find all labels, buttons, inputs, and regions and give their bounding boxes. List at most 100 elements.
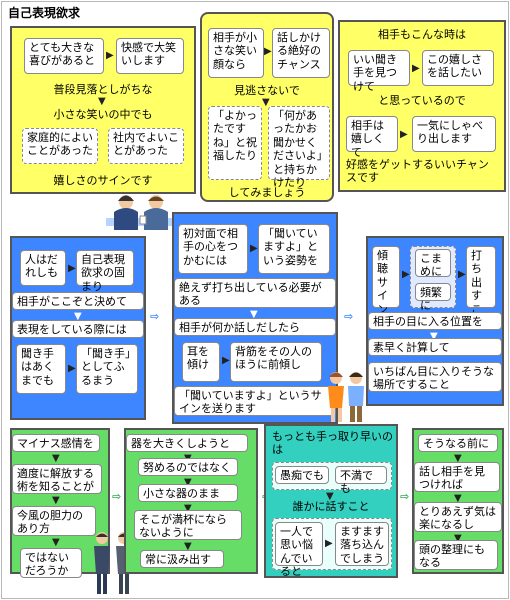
couple-illustration (328, 372, 364, 422)
arrow-down-icon: ▼ (454, 493, 462, 504)
arrow-right-icon: ▶ (412, 63, 420, 74)
panel-find-partner: そうなる前に ▼ 話し相手を見つければ ▼ とりあえず気は楽になるし ▼ 頭の整… (412, 428, 504, 574)
panel-listening-posture: 初対面で相手の心をつかむには ▶ 「聞いていますよ」という姿勢を 絶えず打ち出し… (172, 212, 338, 424)
chevron-right-icon: ⇨ (344, 310, 354, 323)
people-talking-illustration (106, 195, 176, 230)
chevron-right-icon: ⇨ (112, 490, 122, 503)
box-release-art: 適度に解放する術を知ることが (12, 464, 102, 494)
box-everyone: 人はだれしも (20, 250, 66, 286)
text-dont-miss: 見逃さないで (234, 84, 300, 97)
chevron-right-icon: ⇨ (150, 310, 160, 323)
box-show-it: 打ち出すこと (466, 246, 496, 329)
arrow-down-icon: ▼ (454, 453, 462, 464)
arrow-right-icon: ▶ (400, 129, 408, 140)
box-lean-forward: 背筋をその人のほうに前傾し (230, 342, 322, 382)
box-small-vessel: 小さな器のまま (138, 484, 238, 502)
arrow-right-icon: ▶ (68, 263, 76, 274)
box-lend-ear: 耳を傾け (182, 342, 220, 382)
arrow-down-icon: ▼ (98, 96, 106, 107)
box-office-good: 社内でよいことがあった (108, 128, 184, 164)
box-modern-courage: 今風の胆力のあり方 (12, 506, 96, 536)
box-often: 頻繁に (415, 283, 451, 312)
box-partner-happy: 相手は嬉しくて (346, 116, 398, 159)
box-organize-mind: 頭の整理にもなる (414, 540, 498, 570)
box-listening-stance: 「聞いていますよ」という姿勢を (258, 224, 330, 274)
arrow-down-icon: ▼ (454, 533, 462, 544)
box-not-strive: 努めるのではなく (138, 458, 238, 476)
text-small-laugh: 小さな笑いの中でも (53, 108, 153, 121)
box-isnt-it: ではないだろうか (20, 548, 82, 578)
arrow-down-icon: ▼ (52, 495, 60, 506)
box-big-joy: とても大きな喜びがあると (24, 38, 104, 74)
box-before-that: そうなる前に (418, 434, 498, 452)
panel-release-emotion: マイナス感情を ▼ 適度に解放する術を知ることが ▼ 今風の胆力のあり方 ▼ で… (10, 428, 110, 578)
box-calculate: 素早く計算して (368, 338, 502, 356)
arrow-down-icon: ▼ (430, 331, 438, 342)
arrow-down-icon: ▼ (74, 311, 82, 322)
chevron-right-icon: ⇨ (400, 490, 410, 503)
box-home-good: 家庭的によいことがあった (22, 128, 98, 164)
arrow-right-icon: ▶ (402, 269, 410, 280)
box-best-chance: 話しかける絶好のチャンス (272, 28, 330, 78)
box-frequently: こまめに 頻繁に (410, 246, 456, 312)
arrow-right-icon: ▶ (325, 538, 333, 549)
arrow-down-icon: ▼ (184, 477, 192, 488)
box-make-bigger: 器を大きくしようと (126, 434, 248, 452)
arrow-down-icon: ▼ (52, 537, 60, 548)
page-title: 自己表現欲求 (8, 6, 81, 20)
arrow-down-icon: ▼ (52, 453, 60, 464)
box-feel-easier: とりあえず気は楽になるし (414, 502, 502, 532)
box-more-depressed: ますます落ち込んでしまう (335, 522, 389, 566)
box-when-expressing: 表現をしている際には (12, 320, 144, 338)
text-quickest: もっとも手っ取り早いのは (272, 430, 393, 457)
panel-listen-signs: 傾聴サインを ▶ こまめに 頻繁に ▶ 打ち出すこと 相手の目に入る位置を ▼ … (366, 236, 504, 406)
arrow-right-icon: ▶ (264, 46, 272, 57)
text-goodwill-chance: 好感をゲットするいいチャンスです (346, 158, 489, 185)
box-not-full: そこが満杯にならないように (134, 510, 242, 540)
box-listen-signs: 傾聴サインを (372, 246, 400, 329)
box-find-partner: 話し相手を見つければ (414, 462, 500, 492)
arrow-right-icon: ▶ (458, 269, 466, 280)
box-always-show: 絶えず打ち出している必要がある (174, 278, 336, 308)
arrow-down-icon: ▼ (250, 309, 258, 320)
text-tell-someone: 誰かに話すこと (292, 500, 370, 513)
panel-talk-to-someone: もっとも手っ取り早いのは 愚痴でも 不満でも ▼ 誰かに話すこと 一人で思い悩ん… (264, 424, 398, 578)
box-scoop-out: 常に汲み出す (140, 550, 224, 568)
box-diligently: こまめに (415, 249, 451, 278)
panel-self-expression: 人はだれしも ▶ 自己表現欲求の固まり 相手がここぞと決めて ▼ 表現をしている… (10, 236, 146, 420)
text-thinking: と思っているので (378, 94, 466, 107)
box-ask-story: 「何があったかお聞かせくださいよ」と持ちかけたり (268, 106, 330, 189)
text-joy-sign: 嬉しさのサインです (53, 174, 153, 187)
box-first-meeting: 初対面で相手の心をつかむには (178, 224, 248, 274)
text-try-it: してみましょう (228, 186, 306, 199)
box-partner-speaks: 相手が何か話しだしたら (174, 318, 336, 336)
arrow-down-icon: ▼ (184, 541, 192, 552)
box-listener-only: 聞き手はあくまでも (16, 344, 66, 394)
box-big-laugh: 快感で大笑いします (116, 38, 184, 74)
box-send-signal: 「聞いていますよ」というサインを送ります (174, 386, 336, 416)
box-complaints: 愚痴でも 不満でも (272, 462, 392, 495)
text-overlooked: 普段見落としがちな (53, 83, 153, 96)
arrow-right-icon: ▶ (106, 50, 114, 61)
panel-chance: 相手が小さな笑い顔なら ▶ 話しかける絶好のチャンス 見逃さないで ▼ 「よかっ… (200, 12, 334, 202)
box-dissatisfaction: 不満でも (335, 466, 387, 495)
panel-small-vessel: 器を大きくしようと ▼ 努めるのではなく ▼ 小さな器のまま ▼ そこが満杯にな… (124, 428, 258, 574)
box-eye-position: 相手の目に入る位置を (368, 312, 502, 330)
arrow-down-icon: ▼ (184, 503, 192, 514)
box-small-smile: 相手が小さな笑い顔なら (208, 28, 264, 78)
panel-good-chance: 相手もこんな時は いい聞き手を見つけて ▶ この嬉しさを話したい と思っているの… (338, 20, 506, 192)
box-want-to-share: この嬉しさを話したい (422, 50, 494, 86)
arrow-down-icon: ▼ (262, 97, 270, 108)
arrow-down-icon: ▼ (326, 491, 334, 502)
box-best-spot: いちばん目に入りそうな場所ですること (368, 362, 502, 392)
box-good-listener: いい聞き手を見つけて (348, 50, 410, 93)
arrow-right-icon: ▶ (250, 243, 258, 254)
arrow-right-icon: ▶ (222, 355, 230, 366)
box-desire-mass: 自己表現欲求の固まり (76, 250, 134, 293)
box-worry-group: 一人で思い悩んでいると ▶ ますます落ち込んでしまう (272, 518, 392, 578)
box-grumbles: 愚痴でも (275, 466, 329, 484)
box-talk-at-once: 一気にしゃべり出します (412, 116, 496, 152)
box-partner-decides: 相手がここぞと決めて (12, 292, 144, 310)
box-act-as-listener: 「聞き手」としてふるまう (76, 344, 138, 394)
box-congratulate: 「よかったですね」と祝福したり (208, 106, 262, 180)
